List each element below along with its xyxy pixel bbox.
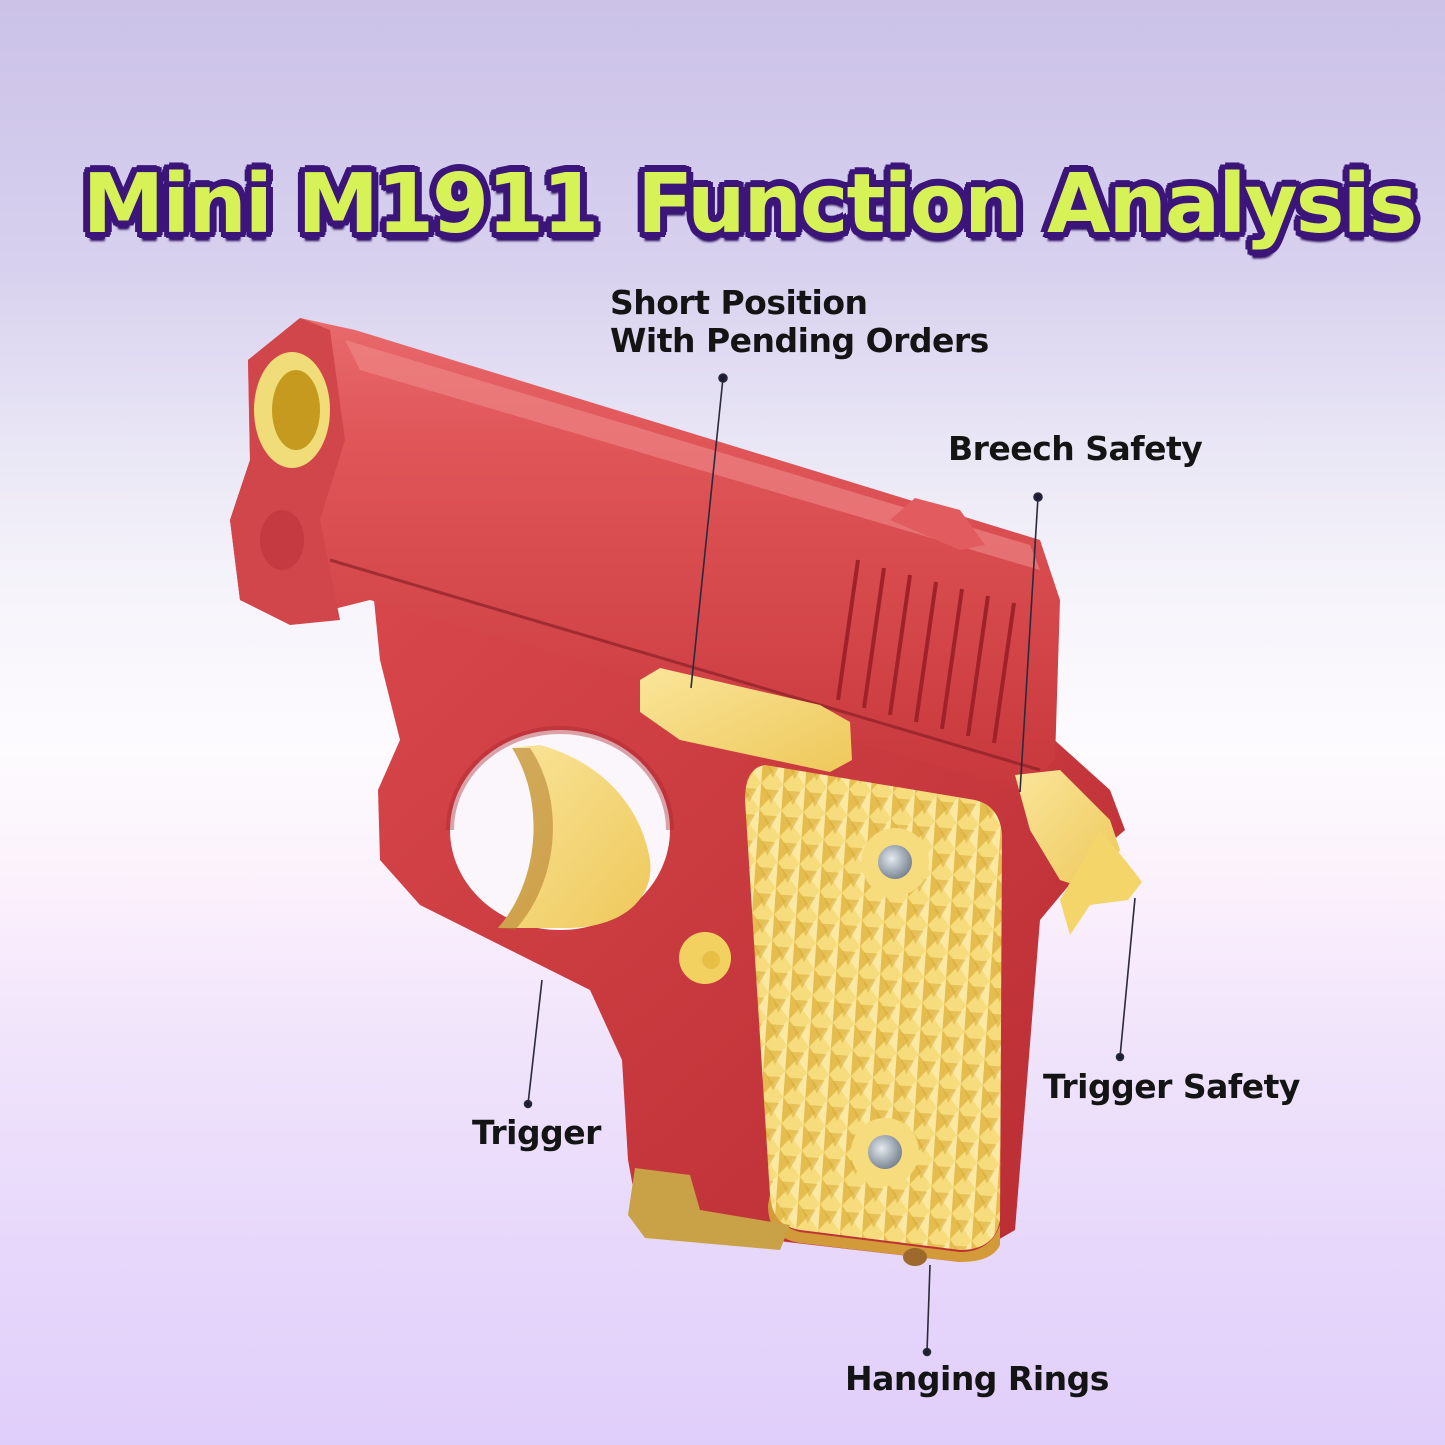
callout-trigger: Trigger bbox=[472, 1113, 601, 1152]
callout-trigger-safety: Trigger Safety bbox=[1043, 1067, 1300, 1106]
page-title: Mini M1911 Function Analysis bbox=[0, 62, 1445, 252]
callout-short-position-line2: With Pending Orders bbox=[610, 321, 989, 360]
hanging-ring bbox=[903, 1248, 927, 1266]
slide-stop-lever bbox=[640, 668, 852, 772]
callout-breech-safety: Breech Safety bbox=[948, 429, 1203, 468]
magazine-base bbox=[628, 1168, 790, 1250]
grip-panel bbox=[745, 765, 1002, 1262]
callout-hanging-rings: Hanging Rings bbox=[845, 1359, 1109, 1398]
slide-serrations bbox=[836, 559, 1016, 744]
slide bbox=[230, 318, 1060, 790]
title-function-analysis: Function Analysis bbox=[637, 157, 1417, 252]
trigger-safety-part bbox=[1060, 830, 1142, 935]
callout-leaders bbox=[523, 373, 1136, 1357]
title-product-name: Mini M1911 bbox=[82, 157, 600, 252]
callout-short-position-line1: Short Position bbox=[610, 283, 868, 322]
callout-short-position: Short Position With Pending Orders bbox=[610, 284, 989, 360]
